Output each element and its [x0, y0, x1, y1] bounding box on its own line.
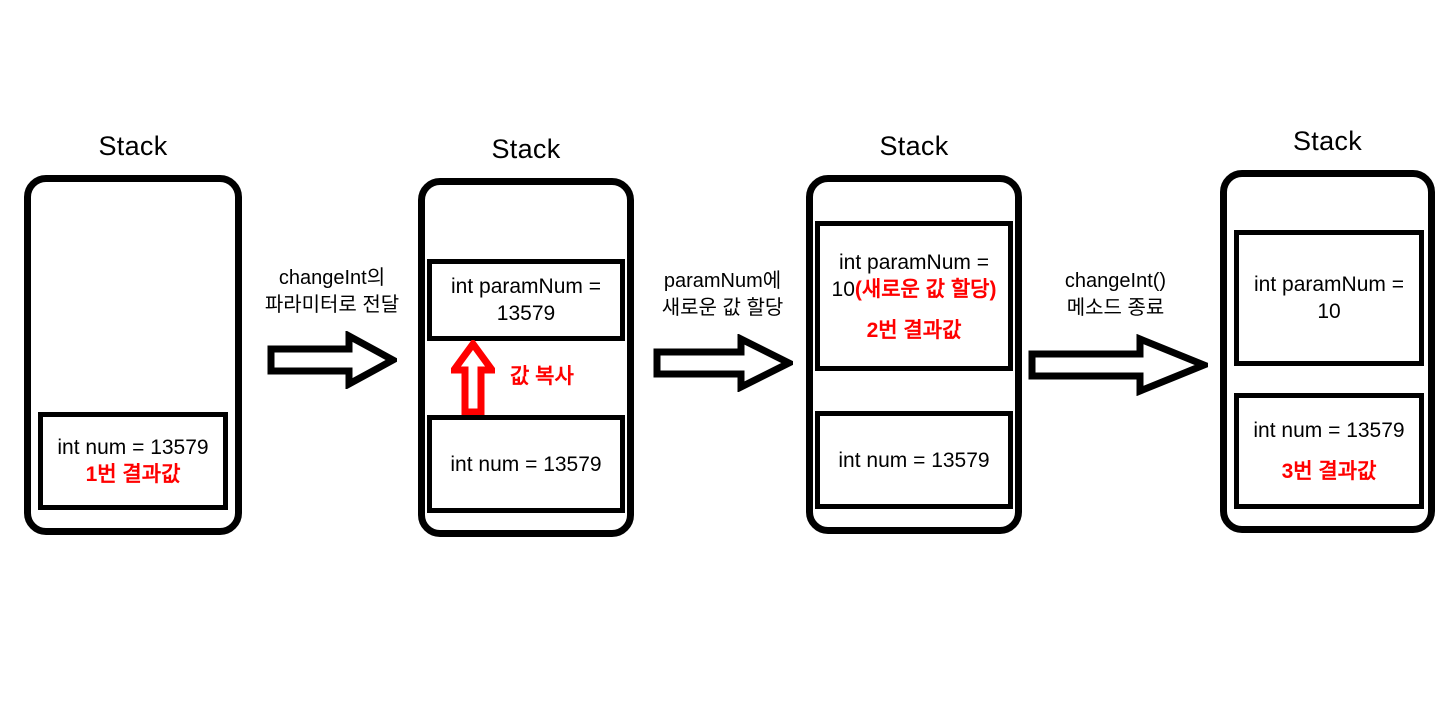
frame-text-value: 10: [1317, 300, 1341, 323]
transition-label-line1: paramNum에: [663, 270, 782, 292]
stack-frame-paramnum-3: int paramNum = 10(새로운 값 할당) 2번 결과값: [815, 221, 1013, 371]
frame-text-line: int num = 13579: [57, 436, 209, 459]
stack-frame-num-3: int num = 13579: [815, 411, 1013, 509]
frame-text-line: int paramNum =: [451, 275, 601, 298]
frame-text-line: int paramNum =: [839, 250, 989, 274]
stack-frame-num-1: int num = 13579 1번 결과값: [38, 412, 228, 510]
transition-3: changeInt() 메소드 종료: [1028, 268, 1208, 396]
right-arrow-icon: [1028, 334, 1208, 396]
right-arrow-icon: [267, 331, 397, 389]
transition-label-line2: 새로운 값 할당: [661, 297, 784, 319]
stack-title-3: Stack: [879, 131, 949, 161]
stack-frame-paramnum-2: int paramNum = 13579: [427, 259, 625, 341]
transition-label-line1: changeInt(): [1064, 270, 1167, 292]
frame-text-value-assignment: 10(새로운 값 할당): [832, 276, 997, 303]
stack-title-1: Stack: [98, 131, 168, 161]
stack-title-4: Stack: [1292, 126, 1363, 156]
frame-text-line: int num = 13579: [1253, 419, 1405, 442]
stack-title-2: Stack: [491, 134, 561, 164]
transition-1: changeInt의 파라미터로 전달: [252, 265, 412, 389]
frame-text-annotation: 3번 결과값: [1281, 460, 1377, 483]
stack-panel-2: Stack int paramNum = 13579 값 복사 int num …: [418, 134, 634, 537]
transition-label-line1: changeInt의: [278, 267, 386, 289]
frame-text-line: int paramNum =: [1254, 273, 1404, 296]
copy-arrow-label: 값 복사: [510, 365, 574, 388]
frame-text-annotation: 1번 결과값: [85, 463, 181, 486]
stack-panel-4: Stack int paramNum = 10 int num = 13579 …: [1220, 126, 1435, 533]
frame-value-number: 10: [831, 277, 855, 301]
stack-frame-num-4: int num = 13579 3번 결과값: [1234, 393, 1424, 509]
frame-text-annotation: 2번 결과값: [866, 318, 962, 342]
transition-label-line2: 메소드 종료: [1066, 297, 1165, 319]
frame-text-line: int num = 13579: [838, 448, 990, 472]
transition-2: paramNum에 새로운 값 할당: [640, 268, 805, 392]
frame-text-line: int num = 13579: [450, 452, 602, 476]
stack-panel-1: Stack int num = 13579 1번 결과값: [24, 131, 242, 535]
copy-up-arrow-icon: [451, 340, 495, 416]
stack-frame-num-2: int num = 13579: [427, 415, 625, 513]
frame-text-value: 13579: [496, 302, 556, 325]
transition-label-line2: 파라미터로 전달: [264, 294, 400, 316]
stack-panel-3: Stack int paramNum = 10(새로운 값 할당) 2번 결과값…: [806, 131, 1022, 534]
frame-value-note: (새로운 값 할당): [854, 277, 997, 301]
stack-frame-paramnum-4: int paramNum = 10: [1234, 230, 1424, 366]
right-arrow-icon: [653, 334, 793, 392]
